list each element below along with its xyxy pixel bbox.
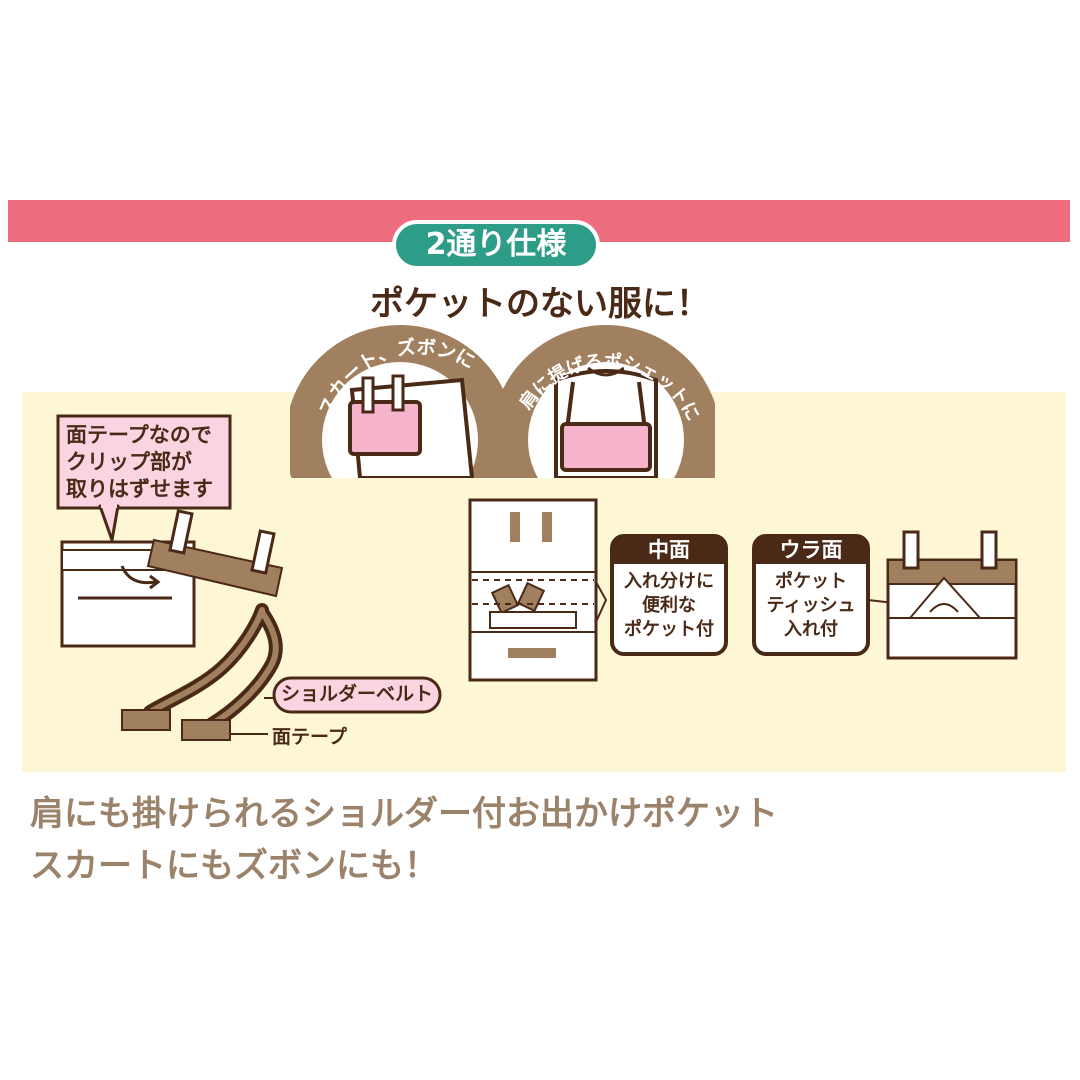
back-pocket-illustration bbox=[886, 530, 1018, 660]
back-line-3: 入れ付 bbox=[784, 619, 838, 640]
back-box-body: ポケット ティッシュ 入れ付 bbox=[754, 570, 868, 642]
headline: ポケットのない服に！ bbox=[370, 284, 710, 324]
back-label-box bbox=[752, 534, 908, 656]
pochette-usage-icon bbox=[500, 325, 715, 478]
callout-line-2: クリップ部が bbox=[66, 450, 192, 474]
back-box-title: ウラ面 bbox=[779, 538, 843, 562]
callout-line-1: 面テープなので bbox=[66, 423, 212, 447]
callout-line-3: 取りはずせます bbox=[66, 477, 213, 501]
velcro-callout-text: 面テープなので クリップ部が 取りはずせます bbox=[66, 422, 236, 503]
inner-line-1: 入れ分けに bbox=[624, 571, 714, 592]
removable-clip-illustration bbox=[60, 509, 284, 648]
caption-line-2: スカートにもズボンにも！ bbox=[30, 846, 438, 886]
velcro-tape-label: 面テープ bbox=[272, 726, 347, 748]
two-way-badge: 2通り仕様 bbox=[392, 220, 600, 270]
inner-label-box bbox=[610, 534, 728, 656]
caption-line-1: 肩にも掛けられるショルダー付お出かけポケット bbox=[30, 794, 778, 834]
back-line-2: ティッシュ bbox=[766, 595, 856, 616]
back-line-1: ポケット bbox=[775, 571, 847, 592]
inner-box-title: 中面 bbox=[648, 538, 690, 562]
inner-box-body: 入れ分けに 便利な ポケット付 bbox=[612, 570, 726, 642]
inner-line-3: ポケット付 bbox=[624, 619, 714, 640]
shoulder-belt-illustration bbox=[121, 603, 442, 741]
velcro-callout-box bbox=[56, 414, 232, 542]
shoulder-belt-label: ショルダーベルト bbox=[280, 683, 433, 705]
skirt-pants-usage-icon bbox=[290, 325, 505, 478]
inner-line-2: 便利な bbox=[642, 595, 696, 616]
inner-pocket-illustration bbox=[468, 498, 608, 682]
